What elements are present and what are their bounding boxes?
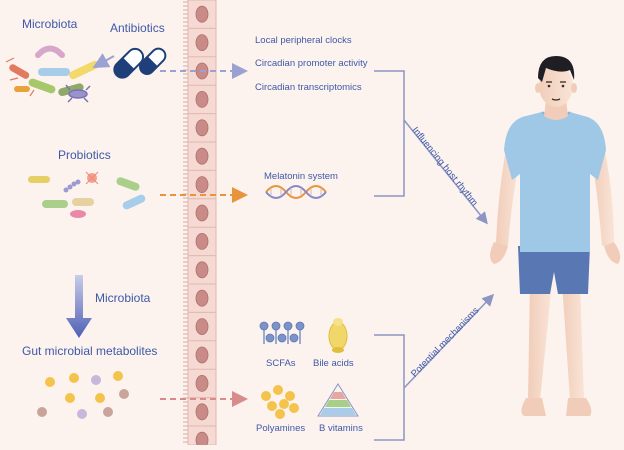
mechanisms-arrow (403, 293, 495, 389)
promoter-activity-label: Circadian promoter activity (255, 58, 368, 69)
cell-nucleus (195, 346, 209, 364)
gut-metabolites-label: Gut microbial metabolites (22, 344, 158, 358)
microbiota-arrow-label: Microbiota (95, 291, 151, 305)
cell-nucleus (195, 119, 209, 137)
cell-nucleus (195, 318, 209, 336)
probiotics-label: Probiotics (58, 148, 111, 162)
cell-nucleus (195, 232, 209, 250)
cell-nucleus (195, 176, 209, 194)
b-vitamins-label: B vitamins (319, 423, 363, 434)
cell-nucleus (195, 431, 209, 449)
antibiotics-capsule-icon (113, 47, 167, 79)
intestinal-epithelium (183, 0, 217, 449)
bile-acids-icon (328, 318, 348, 353)
cell-nucleus (195, 5, 209, 23)
cell-nucleus (195, 289, 209, 307)
metabolites-dots-icon (37, 371, 129, 419)
microbiota-down-arrow (66, 275, 92, 338)
microbiota-cluster-icon (5, 45, 99, 103)
cell-nucleus (195, 147, 209, 165)
influencing-arrow (403, 119, 488, 225)
melatonin-label: Melatonin system (264, 171, 338, 182)
cell-nucleus (195, 91, 209, 108)
cell-nucleus (195, 374, 209, 392)
cell-nucleus (195, 261, 209, 279)
cell-nucleus (195, 204, 209, 222)
polyamines-icon (261, 385, 299, 419)
top-bracket (374, 70, 405, 197)
bottom-bracket (374, 334, 405, 441)
cell-nucleus (195, 34, 209, 51)
probiotics-cluster-icon (28, 171, 146, 218)
scfas-label: SCFAs (266, 358, 296, 369)
human-figure-icon (490, 56, 621, 416)
polyamines-label: Polyamines (256, 423, 306, 434)
bile-acids-label: Bile acids (313, 358, 354, 369)
b-vitamins-pyramid-icon (317, 383, 359, 417)
cell-nucleus (195, 403, 209, 421)
transcriptomics-label: Circadian transcriptomics (255, 82, 362, 93)
microbiota-top-label: Microbiota (22, 17, 78, 31)
antibiotics-label: Antibiotics (110, 21, 165, 35)
dna-helix-icon (265, 185, 327, 199)
antibiotics-arrow (92, 53, 115, 68)
scfas-molecule-icon (259, 321, 305, 344)
local-clocks-label: Local peripheral clocks (255, 35, 352, 46)
